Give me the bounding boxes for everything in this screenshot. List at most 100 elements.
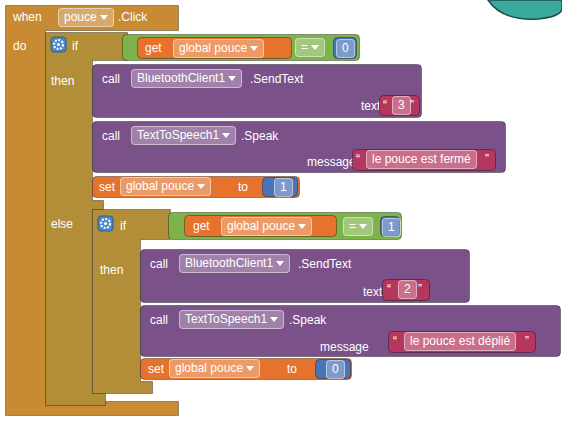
- mutator-gear: [98, 216, 113, 231]
- field-text: =: [349, 219, 356, 233]
- block-outline: [169, 213, 402, 240]
- dropdown-field: =: [343, 217, 373, 236]
- block-label: call: [150, 256, 168, 273]
- field-text: le pouce est déplié: [410, 334, 510, 348]
- field-text: 3: [398, 98, 405, 112]
- block-label: “: [387, 281, 391, 298]
- dropdown-arrow: [270, 317, 278, 322]
- teal-shape: [488, 0, 562, 19]
- dropdown-arrow: [222, 133, 230, 138]
- text-field: 0: [336, 39, 355, 58]
- field-text: 1: [388, 220, 395, 234]
- block-label: call: [150, 312, 168, 329]
- block-label: get: [193, 218, 210, 235]
- dropdown-field: global pouce: [221, 217, 312, 236]
- block-label: if: [72, 38, 78, 55]
- dropdown-arrow: [298, 224, 306, 229]
- block-outline: [263, 178, 298, 197]
- dropdown-field: =: [295, 38, 325, 57]
- block-label: message: [320, 339, 369, 356]
- number-block: 1: [380, 216, 400, 237]
- compare-block: = get global pouce 0: [122, 34, 360, 61]
- dropdown-arrow: [359, 224, 367, 229]
- set-variable-block: set global pouce to 0: [140, 358, 352, 380]
- block-label: .Speak: [289, 312, 326, 329]
- block-label: text: [361, 98, 380, 115]
- block-outline: [141, 250, 470, 303]
- block-label: “: [393, 333, 397, 350]
- field-text: 2: [404, 282, 411, 296]
- field-text: BluetoothClient1: [185, 256, 273, 270]
- text-block: “ 2 ”: [382, 279, 430, 301]
- block-label: message: [307, 154, 356, 171]
- dropdown-field: TextToSpeech1: [179, 310, 284, 329]
- block-outline: [123, 35, 360, 61]
- block-label: ”: [418, 281, 422, 298]
- block-label: then: [51, 73, 74, 90]
- block-label: text: [363, 284, 382, 301]
- block-label: ”: [485, 151, 489, 168]
- block-outline: [353, 150, 496, 171]
- dropdown-field: BluetoothClient1: [179, 254, 290, 273]
- block-label: set: [148, 361, 164, 378]
- field-text: global pouce: [227, 219, 295, 233]
- text-field: 1: [382, 218, 401, 237]
- compare-block: = get global pouce 1: [168, 212, 402, 240]
- text-field: 3: [392, 96, 411, 115]
- event-block: whenpouce.Clickdoifthenelse=getglobal po…: [5, 5, 180, 416]
- block-label: to: [287, 361, 297, 378]
- block-label: ”: [525, 333, 529, 350]
- text-block: “ le pouce est déplié ”: [388, 331, 536, 353]
- block-label: .SendText: [298, 256, 351, 273]
- dropdown-field: global pouce: [120, 177, 211, 196]
- mutator-gear: [51, 37, 66, 52]
- block-outline: [138, 38, 292, 59]
- field-text: =: [301, 40, 308, 54]
- block-label: .SendText: [250, 71, 303, 88]
- block-outline: [185, 216, 337, 237]
- text-field: le pouce est déplié: [404, 332, 516, 351]
- field-text: pouce: [64, 10, 97, 24]
- dropdown-arrow: [228, 76, 236, 81]
- field-text: 0: [332, 362, 339, 376]
- method-call-block: callBluetoothClient1.SendTexttext“3”: [92, 64, 422, 118]
- dropdown-arrow: [276, 261, 284, 266]
- block-outline: [93, 122, 506, 173]
- dropdown-arrow: [197, 184, 205, 189]
- dropdown-field: TextToSpeech1: [131, 126, 236, 145]
- block-label: set: [99, 179, 115, 196]
- block-outline: [141, 306, 561, 357]
- dropdown-field: pouce: [58, 8, 114, 27]
- number-block: 0: [315, 359, 351, 379]
- field-text: global pouce: [126, 179, 194, 193]
- text-field: 1: [274, 178, 293, 197]
- block-label: get: [145, 40, 162, 57]
- block-outline: [93, 177, 300, 198]
- field-text: global pouce: [175, 361, 243, 375]
- dropdown-arrow: [250, 46, 258, 51]
- text-field: le pouce est fermé: [366, 150, 477, 169]
- field-text: 0: [342, 41, 349, 55]
- dropdown-arrow: [311, 45, 319, 50]
- if-else-block: ifthenelse=getglobal pouce0callBluetooth…: [45, 32, 127, 405]
- block-label: .Click: [118, 9, 147, 26]
- field-text: 1: [280, 180, 287, 194]
- number-block: 1: [262, 177, 298, 197]
- block-outline: [380, 96, 420, 116]
- dropdown-field: global pouce: [169, 359, 260, 378]
- block-label: do: [13, 38, 26, 55]
- set-variable-block: setglobal pouceto1: [92, 176, 300, 198]
- field-text: TextToSpeech1: [137, 128, 219, 142]
- if-block: ifthen=getglobal pouce1callBluetoothClie…: [92, 209, 170, 393]
- field-text: le pouce est fermé: [372, 152, 471, 166]
- block-label: then: [100, 262, 123, 279]
- dropdown-field: global pouce: [173, 39, 264, 58]
- block-outline: [334, 38, 357, 59]
- block-outline: [93, 65, 422, 118]
- block-outline: [389, 332, 536, 353]
- block-outline: [141, 359, 352, 380]
- field-text: TextToSpeech1: [185, 312, 267, 326]
- method-call-block: callTextToSpeech1.Speakmessage“le pouce …: [92, 121, 506, 173]
